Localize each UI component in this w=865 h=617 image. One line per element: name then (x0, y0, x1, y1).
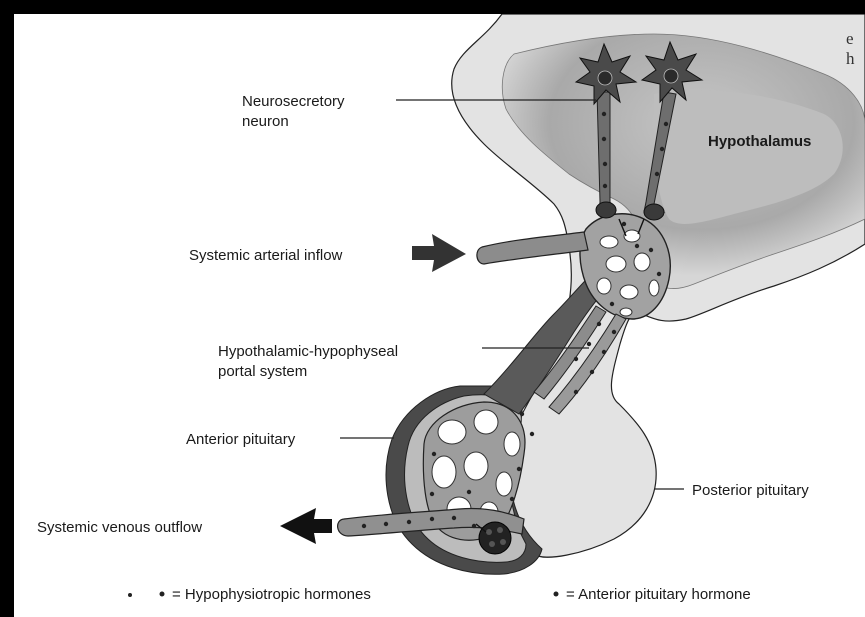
axon-terminal-right (644, 204, 664, 220)
legend-hypophysiotropic: = Hypophysiotropic hormones (128, 586, 371, 603)
label-portal-system-2: portal system (218, 363, 307, 380)
legend-anterior-hormone-label: = Anterior pituitary hormone (566, 586, 751, 603)
venous-outflow-arrow (280, 508, 332, 544)
corner-text-2: h (846, 49, 855, 68)
label-anterior-pituitary: Anterior pituitary (186, 431, 296, 448)
label-portal-system-1: Hypothalamic-hypophyseal (218, 343, 398, 360)
legend-dot-small (128, 593, 132, 597)
corner-text-1: e (846, 29, 854, 48)
figure-frame: Neurosecretory neuron Hypothalamus Syste… (14, 14, 865, 617)
legend-dot-medium (160, 592, 165, 597)
label-venous-outflow: Systemic venous outflow (37, 519, 202, 536)
label-neuron: neuron (242, 113, 289, 130)
endocrine-cell-cluster (479, 522, 511, 554)
label-arterial-inflow: Systemic arterial inflow (189, 247, 343, 264)
legend-hypophysiotropic-label: = Hypophysiotropic hormones (172, 586, 371, 603)
arterial-inflow-arrow (412, 234, 466, 272)
axon-terminal-left (596, 202, 616, 218)
label-hypothalamus: Hypothalamus (708, 133, 811, 150)
label-posterior-pituitary: Posterior pituitary (692, 482, 809, 499)
legend-anterior-hormone: = Anterior pituitary hormone (554, 586, 751, 603)
label-neurosecretory: Neurosecretory (242, 93, 345, 110)
pituitary-portal-diagram: Neurosecretory neuron Hypothalamus Syste… (14, 14, 865, 617)
legend-dot-anterior (554, 592, 559, 597)
